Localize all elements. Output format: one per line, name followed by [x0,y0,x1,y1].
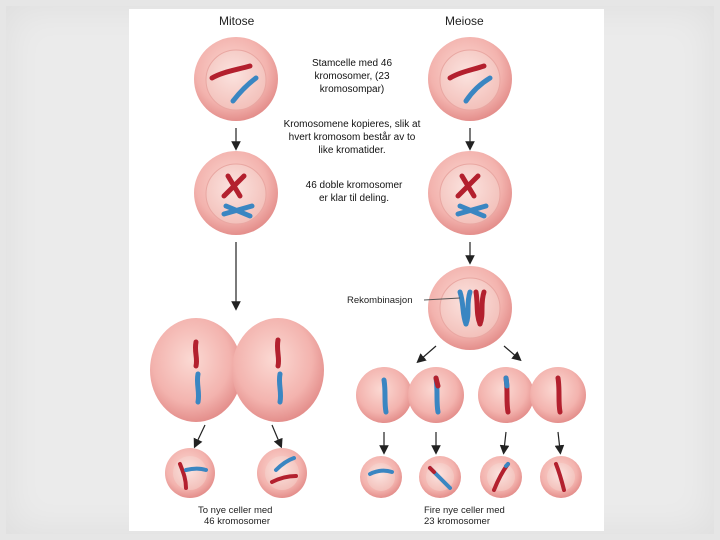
mitosis-stem-cell [194,37,278,121]
meiosis-daughter-cell-1 [360,456,402,498]
recombination-pointer [423,297,461,301]
meiosis-daughter-cell-3 [480,456,522,498]
meiosis-recombination-cell [428,266,512,350]
mitosis-dividing-cell [150,318,324,422]
meiosis-caption-line2: 23 kromosomer [424,516,490,527]
copy-note: Kromosomene kopieres, slik at hvert krom… [280,118,424,157]
mitosis-daughter-cell-2 [257,448,307,498]
meiosis-first-division-left [356,367,464,423]
chromosome-red [209,63,253,81]
meiosis-daughter-cell-2 [419,456,461,498]
meiosis-duplicated-cell [428,151,512,235]
chromosome-blue [221,203,255,219]
meiosis-stem-cell [428,37,512,121]
mitosis-caption-line2: 46 kromosomer [204,516,270,527]
meiosis-first-division-right [478,367,586,423]
chromosome-red [221,173,247,199]
meiosis-title: Meiose [445,14,484,28]
mitosis-caption-line1: To nye celler med [198,505,273,516]
mitosis-title: Mitose [219,14,255,28]
stem-cell-note: Stamcelle med 46 kromosomer, (23 kromoso… [298,57,406,96]
ready-note: 46 doble kromosomer er klar til deling. [305,179,403,205]
mitosis-daughter-cell-1 [165,448,215,498]
chromosome-blue [230,75,259,104]
meiosis-daughter-cell-4 [540,456,582,498]
mitosis-duplicated-cell [194,151,278,235]
meiosis-caption-line1: Fire nye celler med [424,505,505,516]
recombination-label: Rekombinasjon [347,295,413,306]
